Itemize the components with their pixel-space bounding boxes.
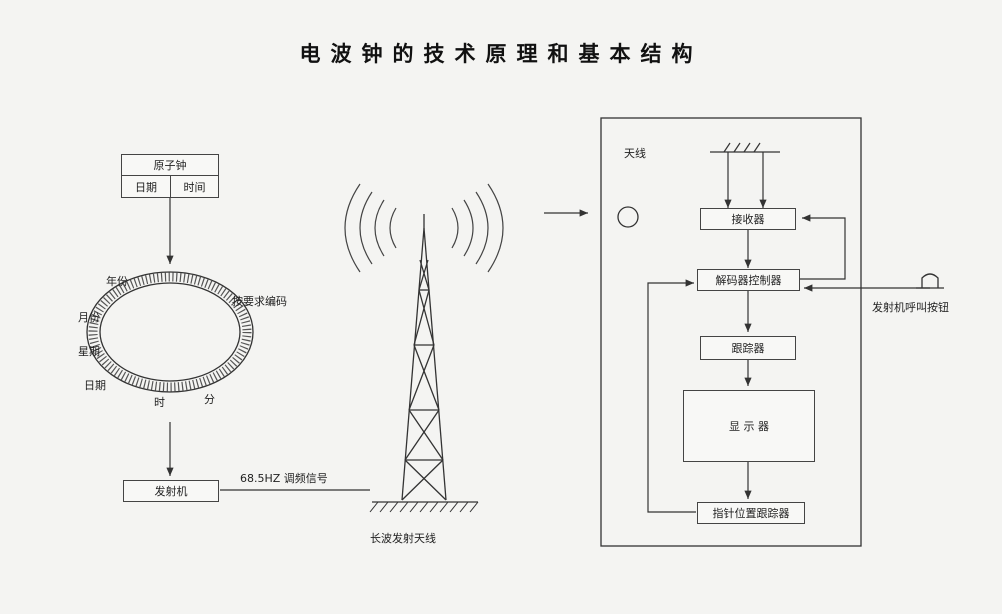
transmitter-box: 发射机 [123,480,219,502]
date-label: 日期 [135,180,157,194]
radio-waves-right [451,183,504,273]
ring-label-hour: 时 [154,396,165,409]
display-label: 显 示 器 [729,420,769,433]
receiver-box-label: 接收器 [731,213,765,226]
call-button-icon [916,273,944,289]
hand-position-tracker-box: 指针位置跟踪器 [697,502,805,524]
encoding-ring-outer [86,271,254,393]
ring-label-day: 日期 [84,379,106,392]
ring-label-minute: 分 [204,393,215,406]
receiver-box: 接收器 [700,208,796,230]
encoding-ring-ticks [88,272,252,392]
decoder-controller-label: 解码器控制器 [715,274,782,287]
antenna-label: 天线 [624,147,646,160]
atomic-clock-label: 原子钟 [153,159,187,172]
decoder-controller-box: 解码器控制器 [697,269,800,291]
call-button-label: 发射机呼叫按钮 [872,301,949,314]
page-title: 电波钟的技术原理和基本结构 [299,42,703,66]
ring-label-month: 月份 [78,311,100,324]
time-cell: 时间 [170,175,219,198]
tracker-label: 跟踪器 [731,342,765,355]
signal-label: 68.5HZ 调频信号 [240,472,328,485]
feedback-hands-to-decoder [647,279,696,513]
tracker-box: 跟踪器 [700,336,796,360]
display-box: 显 示 器 [683,390,815,462]
tower-label: 长波发射天线 [370,532,436,545]
ground-hatching [369,501,479,513]
encoding-ring-inner [99,282,241,382]
ring-label-week: 星期 [78,345,100,358]
ring-label-code: 按要求编码 [232,295,287,308]
antenna-coil-icon [617,206,639,228]
date-cell: 日期 [121,175,171,198]
time-label: 时间 [183,180,206,194]
ferrite-antenna-icon [710,142,780,153]
receiver-frame [600,117,862,547]
ring-label-year: 年份 [106,275,128,288]
transmitter-label: 发射机 [154,485,188,498]
feedback-decoder-to-receiver [800,214,846,280]
hand-position-tracker-label: 指针位置跟踪器 [712,507,790,520]
atomic-clock-box: 原子钟 [121,154,219,176]
radio-waves-left [344,183,397,273]
antenna-tower [401,214,447,501]
